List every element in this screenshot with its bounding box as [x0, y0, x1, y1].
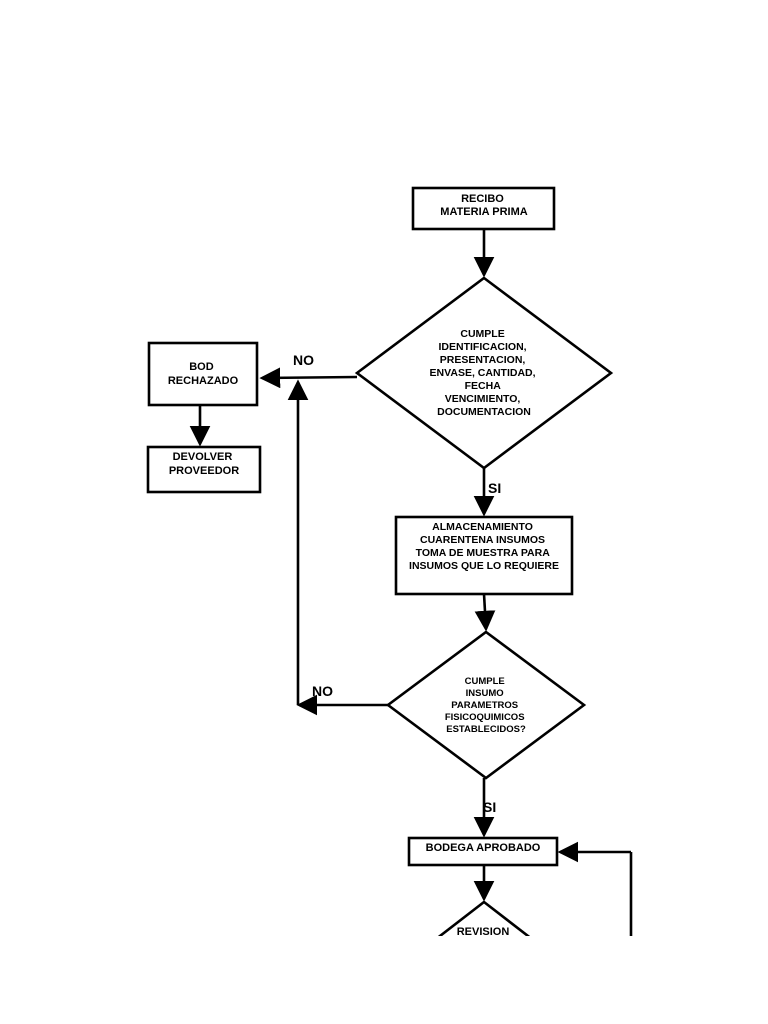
edge-label-no-2: NO: [312, 683, 333, 699]
svg-text:CUMPLE IDENTIFICACION,: CUMPLE IDENTIFICACION, PRESENTACION, ENV…: [430, 328, 539, 418]
svg-text:ALMACENAMIENTO CUARENTEN: ALMACENAMIENTO CUARENTENA INSUMOS TOMA D…: [409, 521, 559, 572]
bod-rechazado-box: [147, 341, 259, 407]
almacenamiento-line-4: INSUMOS QUE LO REQUIERE: [409, 560, 559, 572]
decision1-line-4: ENVASE, CANTIDAD,: [430, 367, 536, 379]
bod-rechazado-line-1: BOD: [189, 361, 214, 373]
decision1-line-3: PRESENTACION,: [440, 354, 526, 366]
svg-text:DEVOLVER PROVEEDOR: DEVOLVER PROVEEDOR: [169, 451, 239, 477]
arrow-decision1-no: [259, 367, 358, 389]
decision-revision: [437, 900, 531, 936]
bodega-aprobado-label: BODEGA APROBADO: [426, 842, 541, 854]
revision-label: REVISION: [457, 926, 510, 938]
almacenamiento-line-2: CUARENTENA INSUMOS: [420, 534, 545, 546]
decision1-line-2: IDENTIFICACION,: [438, 341, 526, 353]
decision1-line-6: VENCIMIENTO,: [445, 393, 521, 405]
decision2-line-4: FISICOQUIMICOS: [445, 712, 525, 723]
almacenamiento-line-3: TOMA DE MUESTRA PARA: [416, 547, 551, 559]
decision-cumple-parametros: [385, 630, 587, 780]
svg-text:BOD RECHAZADO: BOD RECHAZADO: [168, 361, 239, 387]
almacenamiento-line-1: ALMACENAMIENTO: [432, 521, 533, 533]
svg-text:BODEGA APROBADO: BODEGA APROBADO: [426, 842, 541, 854]
bodega-aprobado-box: [407, 836, 559, 867]
devolver-line-2: PROVEEDOR: [169, 465, 239, 477]
decision2-line-1: CUMPLE: [465, 676, 505, 687]
svg-text:CUMPLE INSUMO PARA: CUMPLE INSUMO PARAMETROS FISICOQUIMICOS …: [445, 676, 527, 735]
svg-text:REVISION: REVISION: [457, 926, 510, 938]
decision2-line-5: ESTABLECIDOS?: [446, 724, 526, 735]
edge-label-si-2: SI: [483, 799, 496, 815]
decision2-line-2: INSUMO: [466, 688, 504, 699]
decision2-line-3: PARAMETROS: [451, 700, 518, 711]
bod-rechazado-line-2: RECHAZADO: [168, 375, 239, 387]
decision1-line-5: FECHA: [465, 380, 502, 392]
recibo-line-2: MATERIA PRIMA: [440, 206, 527, 218]
edge-label-no-1: NO: [293, 352, 314, 368]
arrow-almacenamiento-to-decision2: [474, 593, 496, 632]
svg-text:RECIBO MATERIA PRIMA: RECIBO MATERIA PRIMA: [440, 193, 527, 218]
edge-label-si-1: SI: [488, 480, 501, 496]
devolver-line-1: DEVOLVER: [173, 451, 233, 463]
devolver-proveedor-box: [146, 445, 262, 494]
decision1-line-7: DOCUMENTACION: [437, 406, 531, 418]
recibo-line-1: RECIBO: [461, 193, 504, 205]
almacenamiento-box: [394, 515, 574, 596]
decision1-line-1: CUMPLE: [460, 328, 504, 340]
